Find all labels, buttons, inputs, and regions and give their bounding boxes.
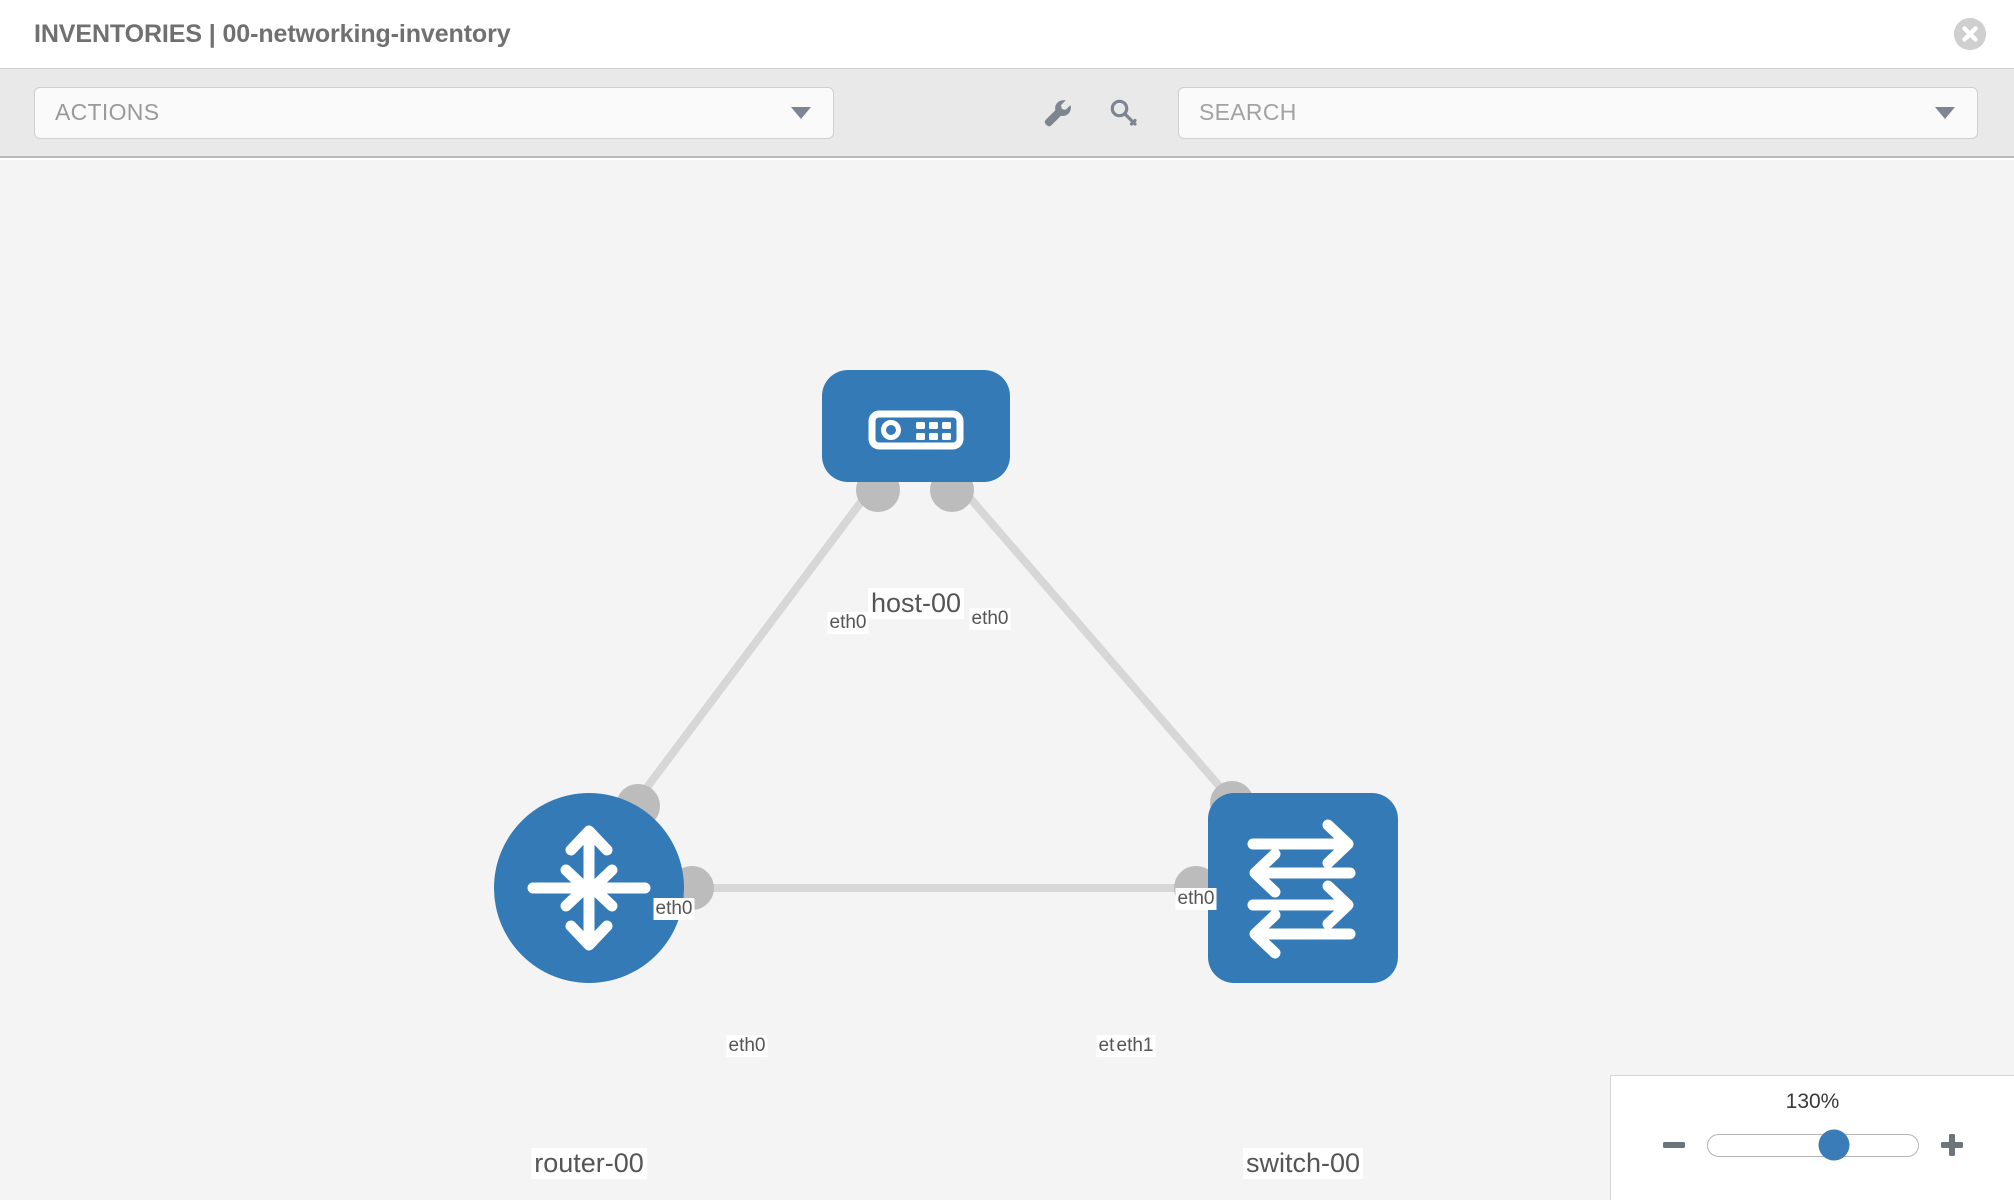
zoom-out-icon[interactable] [1657, 1128, 1691, 1162]
switch-icon [1247, 819, 1356, 959]
router-icon [527, 825, 651, 951]
node-label-switch-00: switch-00 [1242, 1148, 1364, 1179]
page-header: INVENTORIES | 00-networking-inventory [0, 0, 2014, 68]
link-layer [626, 479, 1244, 892]
endpoint-layer [616, 468, 1254, 910]
search-input[interactable]: SEARCH [1178, 86, 1978, 139]
search-placeholder: SEARCH [1199, 99, 1297, 125]
actions-dropdown-label: ACTIONS [55, 99, 160, 125]
zoom-level-value: 130% [1785, 1090, 1840, 1113]
iface-label-host00-to-switch00: eth0 [969, 608, 1011, 630]
link-host00-router00 [626, 479, 880, 813]
zoom-in-icon[interactable] [1935, 1128, 1969, 1162]
iface-label-router00-to-host00: eth0 [653, 898, 695, 920]
topology-graph [494, 370, 1398, 983]
iface-label-switch00-to-host00: eth0 [1175, 888, 1217, 910]
toolbar-icon-group [1040, 95, 1142, 131]
actions-dropdown[interactable]: ACTIONS [34, 86, 834, 139]
key-icon[interactable] [1106, 95, 1142, 131]
node-label-host-00: host-00 [867, 588, 965, 619]
zoom-control-panel: 130% [1610, 1075, 2014, 1200]
link-host00-switch00 [952, 479, 1244, 813]
zoom-slider-handle[interactable] [1818, 1129, 1849, 1161]
topology-canvas[interactable]: host-00 router-00 switch-00 eth0 eth0 et… [0, 160, 2014, 1200]
chevron-down-icon [791, 106, 811, 119]
chevron-down-icon[interactable] [1935, 106, 1955, 119]
node-host-00 [822, 370, 1010, 482]
zoom-slider[interactable] [1706, 1129, 1919, 1161]
iface-label-switch00-to-router00: eth1 [1114, 1035, 1156, 1057]
page-title: INVENTORIES | 00-networking-inventory [34, 19, 511, 48]
server-icon [868, 410, 964, 450]
iface-label-host00-to-router00: eth0 [827, 612, 869, 634]
wrench-icon[interactable] [1040, 95, 1076, 131]
toolbar: ACTIONS SEARCH [0, 68, 2014, 158]
node-switch-00 [1208, 793, 1398, 983]
iface-label-router00-to-switch00: eth0 [726, 1035, 768, 1057]
zoom-slider-row [1611, 1124, 2014, 1166]
close-icon[interactable] [1954, 18, 1986, 50]
node-router-00 [494, 793, 684, 983]
node-label-router-00: router-00 [531, 1148, 647, 1179]
